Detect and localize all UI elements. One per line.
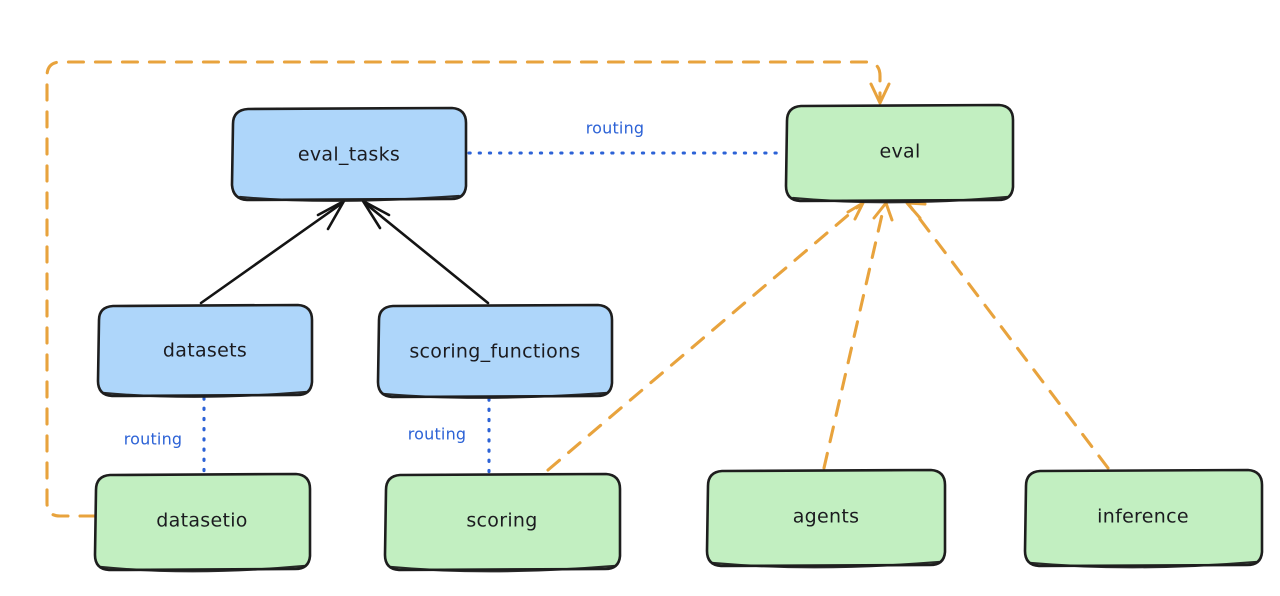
edge-datasets-to-eval-tasks: [199, 199, 346, 305]
node-label-agents: agents: [793, 506, 860, 528]
node-label-eval: eval: [879, 141, 920, 163]
node-label-scoring-functions: scoring_functions: [409, 341, 580, 363]
node-scoring-functions[interactable]: scoring_functions: [376, 303, 614, 399]
node-datasets[interactable]: datasets: [96, 303, 314, 398]
node-label-scoring: scoring: [466, 510, 537, 532]
node-datasetio[interactable]: datasetio: [93, 472, 312, 573]
node-label-datasets: datasets: [163, 340, 247, 362]
node-label-datasetio: datasetio: [156, 510, 247, 532]
node-eval-tasks[interactable]: eval_tasks: [230, 106, 468, 202]
edge-label-routing-scoring: routing: [408, 425, 467, 444]
edge-datasetio-to-eval: [45, 60, 891, 518]
edge-inference-to-eval: [905, 201, 1110, 470]
edge-label-routing-eval: routing: [586, 119, 645, 138]
edge-agents-to-eval: [822, 201, 894, 470]
edge-label-routing-datasetio: routing: [124, 430, 183, 449]
node-inference[interactable]: inference: [1023, 468, 1264, 569]
node-eval[interactable]: eval: [784, 103, 1015, 204]
node-label-inference: inference: [1097, 506, 1189, 528]
node-agents[interactable]: agents: [705, 468, 947, 569]
edge-scoring-functions-to-eval-tasks: [361, 199, 490, 305]
node-label-eval-tasks: eval_tasks: [298, 144, 400, 166]
node-scoring[interactable]: scoring: [383, 472, 622, 573]
